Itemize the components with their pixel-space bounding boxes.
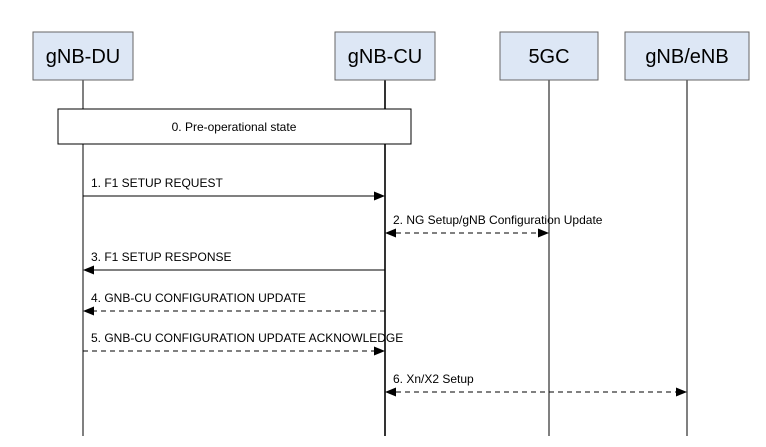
- message-arrowhead-2: [538, 228, 549, 238]
- entity-core: 5GC: [499, 31, 599, 81]
- message-arrowhead-1: [374, 191, 385, 201]
- message-arrowhead-back-6: [385, 387, 396, 397]
- message-5: 5. GNB-CU CONFIGURATION UPDATE ACKNOWLED…: [83, 331, 403, 356]
- message-label-1: 1. F1 SETUP REQUEST: [91, 176, 223, 190]
- message-arrowhead-4: [83, 306, 94, 316]
- entity-box-du: [32, 31, 134, 81]
- message-arrowhead-back-2: [385, 228, 396, 238]
- message-3: 3. F1 SETUP RESPONSE: [83, 250, 385, 275]
- message-arrowhead-3: [83, 265, 94, 275]
- entity-cu: gNB-CU: [334, 31, 436, 81]
- message-label-3: 3. F1 SETUP RESPONSE: [91, 250, 232, 264]
- message-6: 6. Xn/X2 Setup: [385, 372, 687, 397]
- message-label-6: 6. Xn/X2 Setup: [393, 372, 474, 386]
- entity-label-du: gNB-DU: [46, 46, 120, 68]
- entity-label-core: 5GC: [528, 46, 569, 68]
- message-label-5: 5. GNB-CU CONFIGURATION UPDATE ACKNOWLED…: [91, 331, 403, 345]
- message-label-2: 2. NG Setup/gNB Configuration Update: [393, 213, 603, 227]
- message-label-4: 4. GNB-CU CONFIGURATION UPDATE: [91, 291, 306, 305]
- entities: gNB-DU gNB-CU 5GC gNB/eNB: [32, 31, 750, 81]
- message-arrowhead-5: [374, 346, 385, 356]
- entity-label-nb: gNB/eNB: [645, 46, 728, 68]
- entity-box-cu: [334, 31, 436, 81]
- message-4: 4. GNB-CU CONFIGURATION UPDATE: [83, 291, 385, 316]
- entity-box-core: [499, 31, 599, 81]
- entity-nb: gNB/eNB: [624, 31, 750, 81]
- entity-box-nb: [624, 31, 750, 81]
- messages: 1. F1 SETUP REQUEST 2. NG Setup/gNB Confi…: [83, 176, 687, 397]
- entity-label-cu: gNB-CU: [348, 46, 422, 68]
- state-label: 0. Pre-operational state: [172, 120, 297, 134]
- message-1: 1. F1 SETUP REQUEST: [83, 176, 385, 201]
- message-2: 2. NG Setup/gNB Configuration Update: [385, 213, 603, 238]
- pre-operational-state: 0. Pre-operational state: [57, 108, 412, 145]
- state-box: [57, 108, 412, 145]
- message-arrowhead-6: [676, 387, 687, 397]
- entity-du: gNB-DU: [32, 31, 134, 81]
